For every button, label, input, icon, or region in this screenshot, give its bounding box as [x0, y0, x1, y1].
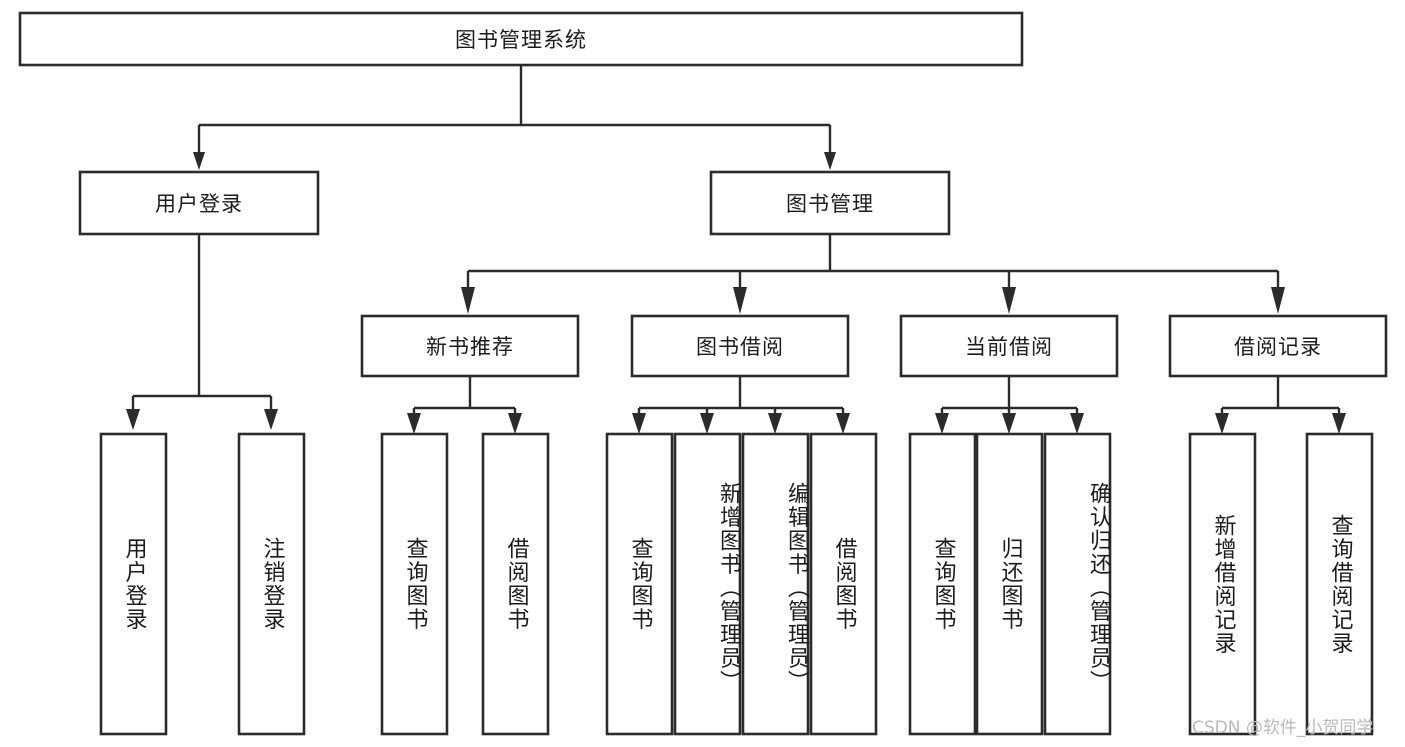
arrow-to-new-book-recommend [461, 287, 475, 314]
leaf-box-borrow-record-1[interactable] [1188, 432, 1257, 736]
arrow-to-borrow-record [1271, 287, 1285, 314]
arrow-to-current-borrow [1002, 287, 1016, 314]
arrow-book-borrow-leaf-1 [632, 413, 646, 434]
arrow-current-borrow-leaf-2 [1002, 413, 1016, 434]
node-book-management[interactable] [709, 170, 951, 236]
node-new-book-recommend[interactable] [360, 314, 580, 378]
leaf-box-borrow-record-2[interactable] [1305, 432, 1374, 736]
arrow-to-book-borrow [733, 287, 747, 314]
arrow-current-borrow-leaf-1 [935, 413, 949, 434]
leaf-box-current-borrow-2[interactable] [975, 432, 1044, 736]
arrow-borrow-record-leaf-2 [1332, 413, 1346, 434]
arrow-new-book-leaf-2 [508, 413, 522, 434]
arrow-book-borrow-leaf-2 [700, 413, 714, 434]
node-current-borrow[interactable] [899, 314, 1119, 378]
leaf-box-new-book-2[interactable] [481, 432, 550, 736]
leaf-box-current-borrow-1[interactable] [908, 432, 977, 736]
arrow-to-user-login [193, 152, 205, 170]
leaf-box-new-book-1[interactable] [380, 432, 449, 736]
leaf-box-book-borrow-3[interactable] [741, 432, 810, 736]
arrow-to-book-management [824, 152, 836, 170]
node-root-book-management-system[interactable] [18, 11, 1024, 67]
leaf-box-book-borrow-4[interactable] [809, 432, 878, 736]
arrow-user-login-child-2 [264, 409, 278, 430]
leaf-box-user-login-2[interactable] [237, 432, 306, 736]
leaf-box-book-borrow-1[interactable] [605, 432, 674, 736]
node-book-borrow[interactable] [630, 314, 850, 378]
arrow-user-login-child-1 [126, 409, 140, 430]
arrow-book-borrow-leaf-4 [836, 413, 850, 434]
leaf-box-current-borrow-3[interactable] [1043, 432, 1112, 736]
arrow-new-book-leaf-1 [407, 413, 421, 434]
leaf-box-user-login-1[interactable] [99, 432, 168, 736]
arrow-borrow-record-leaf-1 [1215, 413, 1229, 434]
arrow-current-borrow-leaf-3 [1070, 413, 1084, 434]
node-borrow-record[interactable] [1168, 314, 1388, 378]
arrow-book-borrow-leaf-3 [768, 413, 782, 434]
leaf-box-book-borrow-2[interactable] [673, 432, 742, 736]
node-user-login[interactable] [78, 170, 320, 236]
